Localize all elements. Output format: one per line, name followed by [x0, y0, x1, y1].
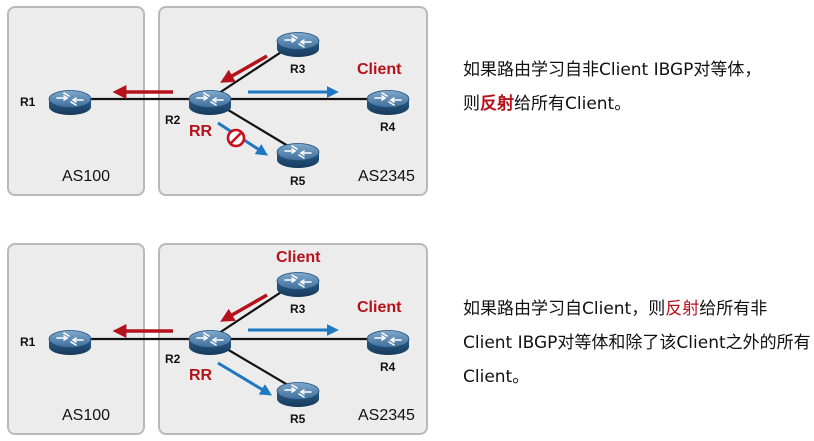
description-1-part1: 如果路由学习自非Client IBGP对等体，: [463, 60, 762, 80]
router-r3-icon-2: [276, 271, 320, 298]
arrow-r2-to-r5-2: [217, 361, 273, 396]
router-r5-icon-1: [276, 142, 320, 169]
rr-label-2: RR: [189, 367, 213, 384]
label-r5-2: R5: [290, 412, 306, 426]
panel-2: R1 R2 R3 R4 R5 RR Client Client AS100 AS…: [7, 243, 428, 435]
arrow-r3-to-r2-2: [220, 293, 268, 322]
router-r4-icon-2: [366, 329, 410, 356]
as100-label-2: AS100: [62, 407, 110, 424]
label-r4-1: R4: [380, 120, 396, 134]
router-r1-icon-2: [48, 329, 92, 356]
prohibited-icon: [226, 128, 246, 148]
label-r2-2: R2: [165, 352, 181, 366]
router-r5-icon-2: [276, 381, 320, 408]
description-2-part2: 给所有非Client IBGP对等体和除了该Client之外的所有Client。: [463, 299, 811, 387]
label-r1-2: R1: [20, 335, 36, 349]
description-1-part3: 给所有Client。: [514, 94, 632, 114]
label-r5-1: R5: [290, 174, 306, 188]
as2345-box-1: [158, 6, 428, 196]
router-r2-icon-1: [188, 89, 232, 116]
description-1-highlight: 反射: [480, 94, 514, 114]
router-r2-icon-2: [188, 329, 232, 356]
as2345-label-2: AS2345: [358, 407, 415, 424]
label-r1-1: R1: [20, 95, 36, 109]
description-2-part1: 如果路由学习自Client，则: [463, 299, 666, 319]
router-r4-icon-1: [366, 89, 410, 116]
label-r3-1: R3: [290, 62, 306, 76]
router-r1-icon-1: [48, 89, 92, 116]
label-r4-2: R4: [380, 360, 396, 374]
description-1-part2: 则: [463, 94, 480, 114]
client-label-r4-1: Client: [357, 61, 402, 78]
description-1: 如果路由学习自非Client IBGP对等体， 则反射给所有Client。: [463, 53, 811, 121]
label-r2-1: R2: [165, 113, 181, 127]
client-label-r3-2: Client: [276, 249, 321, 266]
arrow-r3-to-r2-1: [220, 54, 268, 83]
as2345-label-1: AS2345: [358, 168, 415, 185]
description-2: 如果路由学习自Client，则反射给所有非Client IBGP对等体和除了该C…: [463, 292, 811, 394]
label-r3-2: R3: [290, 302, 306, 316]
panel-1: R1 R2 R3 R4 R5 RR Client AS100 AS2345: [7, 6, 428, 196]
rr-label-1: RR: [189, 123, 213, 140]
client-label-r4-2: Client: [357, 299, 402, 316]
as100-label-1: AS100: [62, 168, 110, 185]
description-2-highlight: 反射: [665, 299, 700, 319]
router-r3-icon-1: [276, 31, 320, 58]
